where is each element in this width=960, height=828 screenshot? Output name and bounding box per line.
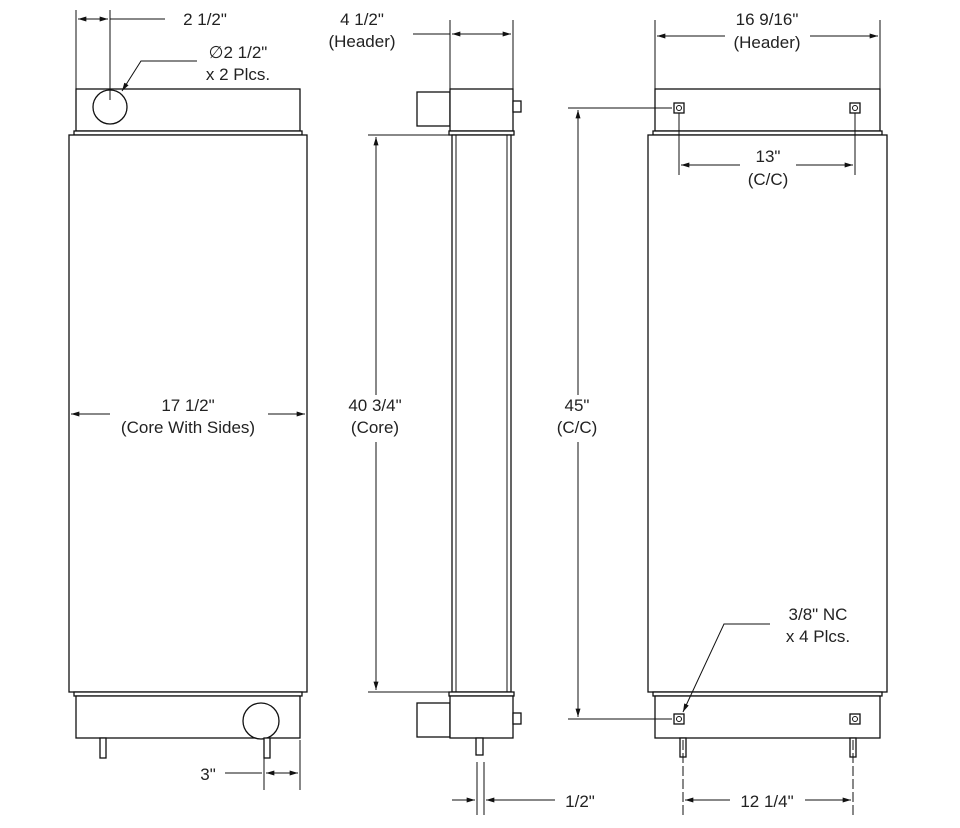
front-view: 2 1/2" ∅2 1/2" x 2 Plcs. 17 1/2" (Core W… xyxy=(68,10,308,790)
dim-header-width-note: (Header) xyxy=(733,33,800,52)
dim-vertical-cc: 45" xyxy=(565,396,590,415)
outlet-port xyxy=(242,702,280,740)
dim-hole-qty: x 2 Plcs. xyxy=(206,65,270,84)
dim-hole-dia: ∅2 1/2" xyxy=(209,43,268,62)
side-bottom-header xyxy=(449,695,514,739)
dim-vertical-cc-note: (C/C) xyxy=(557,418,598,437)
dim-pipe: 1/2" xyxy=(565,792,595,811)
dim-thread-qty: x 4 Plcs. xyxy=(786,627,850,646)
dim-thread: 3/8" NC xyxy=(789,605,848,624)
rear-view: 16 9/16" (Header) 13" (C/C) 45" (C/C) 3/… xyxy=(557,10,888,815)
dim-top-cc: 13" xyxy=(756,147,781,166)
side-core xyxy=(451,134,512,693)
dim-core-height-note: (Core) xyxy=(351,418,399,437)
rear-top-header xyxy=(654,88,881,132)
dim-top-cc-note: (C/C) xyxy=(748,170,789,189)
rear-bottom-header xyxy=(654,695,881,739)
dim-header-depth: 4 1/2" xyxy=(340,10,384,29)
dim-core-width-note: (Core With Sides) xyxy=(121,418,255,437)
mount-holes xyxy=(673,102,861,725)
side-top-header xyxy=(449,88,514,132)
rear-core xyxy=(647,134,888,693)
dim-core-height: 40 3/4" xyxy=(348,396,401,415)
side-view: 4 1/2" (Header) 40 3/4" (Core) 1/2" xyxy=(328,10,595,815)
dim-bottom-offset: 3" xyxy=(200,765,216,784)
dim-offset: 2 1/2" xyxy=(183,10,227,29)
dim-bottom-cc: 12 1/4" xyxy=(740,792,793,811)
dim-header-width: 16 9/16" xyxy=(736,10,799,29)
dim-header-depth-note: (Header) xyxy=(328,32,395,51)
dim-core-width: 17 1/2" xyxy=(161,396,214,415)
